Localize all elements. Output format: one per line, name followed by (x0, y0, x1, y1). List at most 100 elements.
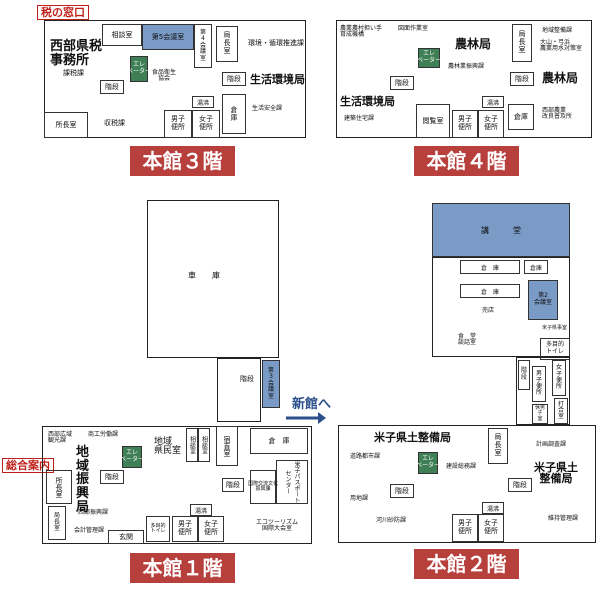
f4-elevator: エレ ベーター (417, 48, 441, 68)
f1-stairs: 階段 (100, 470, 124, 484)
f4-oyama: 大山・弓浜 農業用水対策室 (540, 39, 583, 52)
f2-multi-wc: 多目的 トイレ (540, 338, 570, 360)
f3-elevator: エレ ベーター (127, 56, 151, 82)
f3-stairs2: 階段 (222, 72, 246, 86)
f1-entrance: 玄関 (108, 530, 144, 544)
f3-food-hygiene: 食品衛生 協会 (152, 69, 177, 82)
f2-cafeteria: 食 堂 談話室 (458, 333, 477, 346)
f1-bureau-chief: 局 長 室 (48, 506, 66, 540)
f4-map-room: 図面作業室 (398, 25, 429, 32)
f1-commerce: 商工労働課 (88, 431, 119, 438)
f3-collection: 収税課 (104, 119, 125, 127)
f2-elevator: エレ ベーター (416, 452, 440, 474)
f3-life-env: 生活環境局 (250, 73, 305, 86)
f1-consult2: 相談室 (198, 428, 210, 462)
f1-guard: 宿直室 (216, 426, 238, 466)
f2-warehouse2: 倉庫 (524, 260, 548, 274)
f2-infra-bureau: 米子県土整備局 (374, 431, 451, 444)
f2-stairs2: 階段 (508, 478, 532, 492)
f1-accounting: 会計管理課 (74, 527, 105, 534)
f4-promo: 農林業振興課 (448, 63, 485, 70)
tax-window-tag: 税の窓口 (37, 5, 89, 20)
f1-stairs2: 階段 (222, 478, 244, 492)
f1-west-comm: 西部広域 観光課 (48, 431, 73, 444)
f1-director: 所長室 (46, 470, 72, 504)
f3-male-wc: 男子 便所 (164, 110, 192, 138)
f2-right-wing (516, 357, 570, 425)
f3-stairs: 階段 (100, 80, 124, 94)
f1-elevator: エレ ベーター (120, 446, 144, 468)
f4-warehouse: 倉庫 (508, 104, 534, 130)
f3-bureau-chief: 局 長 室 (216, 26, 238, 62)
f2-meeting: 打 合 室 (554, 398, 568, 424)
f2-rice-conf: 米子県事室 (542, 325, 568, 331)
f2-shop: 売店 (482, 307, 495, 314)
f2-river: 河川砂防課 (376, 517, 407, 524)
f4-life-env: 生活環境局 (340, 95, 395, 108)
f4-housing: 建築住宅課 (344, 115, 375, 122)
f2-female-wc-v: 女 子 便 所 (552, 360, 566, 396)
f1-conf3: 第 3 会 議 室 (262, 360, 280, 408)
f2-male-wc-v: 男 子 便 所 (532, 366, 546, 402)
f3-consult: 相談室 (102, 24, 142, 46)
f1-eco: エコツーリズム 国際大会室 (256, 519, 299, 532)
f3-tax-section: 課税課 (63, 69, 84, 77)
f2-land: 用地課 (350, 495, 369, 502)
f1-region-bureau: 地 域 振 興 局 (76, 445, 90, 515)
f4-agri-top: 農業農村担い手 育成機構 (340, 25, 383, 38)
to-new-building-arrow (286, 412, 326, 424)
f4-female-wc: 女子 便所 (478, 110, 504, 138)
f4-reading: 閲覧室 (416, 104, 450, 138)
f3-conf4: 第 4 会 議 室 (194, 24, 212, 68)
f2-male-wc: 男子 便所 (452, 514, 478, 542)
f1-region-hall: 地域 県民室 (154, 437, 182, 456)
f1-female-wc: 女子 便所 (198, 516, 224, 542)
floor2-outline (338, 425, 596, 543)
f1-male-wc: 男子 便所 (172, 516, 198, 542)
f4-kyuto: 湯沸 (482, 96, 504, 108)
f2-maintenance: 維持管理課 (548, 515, 579, 522)
f2-female-wc: 女子 便所 (478, 514, 504, 542)
f2-construction: 建設総務課 (446, 463, 477, 470)
f2-plan: 計画調査課 (536, 441, 567, 448)
f4-bureau-chief: 局 長 室 (512, 24, 532, 62)
f4-agri-bureau: 農林局 (455, 37, 492, 51)
f4-agri-bureau2: 農林局 (542, 71, 579, 85)
f4-stairs2: 階段 (510, 72, 534, 86)
f2-bureau-chief: 局 長 室 (488, 428, 508, 464)
f2-warehouse3: 倉 庫 (460, 284, 520, 298)
f3-safety: 生活安全課 (252, 105, 283, 112)
f3-female-wc: 女子 便所 (192, 110, 220, 138)
f2-upper-block (432, 257, 570, 357)
f4-west-agri: 西部農業 改良普及所 (542, 107, 573, 120)
f2-road: 道路都市課 (350, 453, 381, 460)
f3-env-div: 環境・循環推進課 (248, 39, 304, 47)
f4-male-wc: 男子 便所 (452, 110, 478, 138)
f1-consult: 相談室 (186, 428, 198, 462)
f2-kyuto: 湯沸 (482, 502, 504, 514)
info-desk-tag: 総合案内 (2, 458, 54, 473)
f3-kyuto: 湯沸 (192, 96, 214, 108)
f2-stairs-v: 階 段 (518, 360, 530, 390)
f2-rest: 休男 子 室 (532, 404, 548, 424)
f1-garage-block (147, 200, 279, 358)
f1-west-region: 西部振興課 (78, 509, 109, 516)
floor2-banner: 本館２階 (414, 549, 519, 579)
f2-conf2: 第2 会議室 (528, 280, 558, 320)
floor1-banner: 本館１階 (130, 553, 235, 583)
f2-stairs: 階段 (390, 484, 414, 498)
f2-hall: 講 堂 (432, 203, 570, 257)
f3-conf5: 第5会議室 (142, 24, 194, 50)
f1-garage: 車 庫 (188, 271, 220, 280)
floor3-banner: 本館３階 (130, 146, 235, 176)
f1-stairs-mid: 階段 (240, 375, 254, 383)
f4-stairs: 階段 (390, 76, 414, 90)
f1-culture: 国際交流文化 振興課 (248, 470, 278, 504)
f3-tax-office: 西部県税 事務所 (50, 39, 103, 69)
f4-regional: 地域整備課 (542, 27, 573, 34)
f2-warehouse1: 倉 庫 (460, 260, 520, 274)
f3-director: 所長室 (44, 112, 88, 138)
floor4-banner: 本館４階 (414, 146, 519, 176)
f1-passport: 米子パスポート センター (276, 460, 308, 504)
f1-corridor (217, 358, 261, 422)
